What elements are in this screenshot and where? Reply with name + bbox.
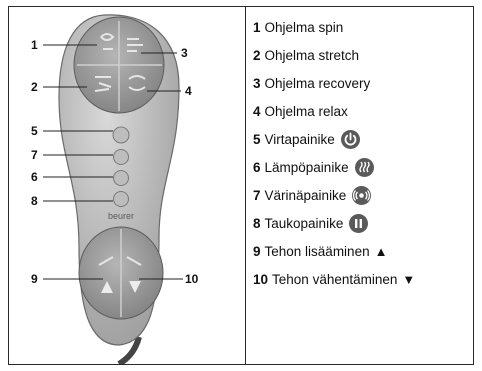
callout-5: 5 [31,125,38,137]
increase-arrow-icon: ▲ [375,244,388,259]
callout-9: 9 [31,273,38,285]
remote-illustration: beurer 1 2 3 4 5 [9,7,245,364]
heat-button-drawing [114,171,129,186]
callout-7: 7 [31,149,38,161]
heat-icon [355,158,374,177]
pause-button-drawing [114,192,129,207]
remote-control-drawing: beurer [9,7,245,364]
pause-icon [349,214,368,233]
callout-4: 4 [185,85,192,97]
callout-10: 10 [185,273,198,285]
callout-1: 1 [31,39,38,51]
callout-3: 3 [181,47,188,59]
power-button-drawing [113,127,129,143]
column-divider [245,7,246,364]
vibration-icon [352,186,371,205]
figure-frame: beurer 1 2 3 4 5 [8,6,474,365]
power-icon [341,130,360,149]
decrease-arrow-icon: ▼ [402,272,415,287]
callout-8: 8 [31,195,38,207]
brand-logo: beurer [108,211,134,221]
vibration-button-drawing [114,150,129,165]
callout-2: 2 [31,81,38,93]
callout-6: 6 [31,171,38,183]
